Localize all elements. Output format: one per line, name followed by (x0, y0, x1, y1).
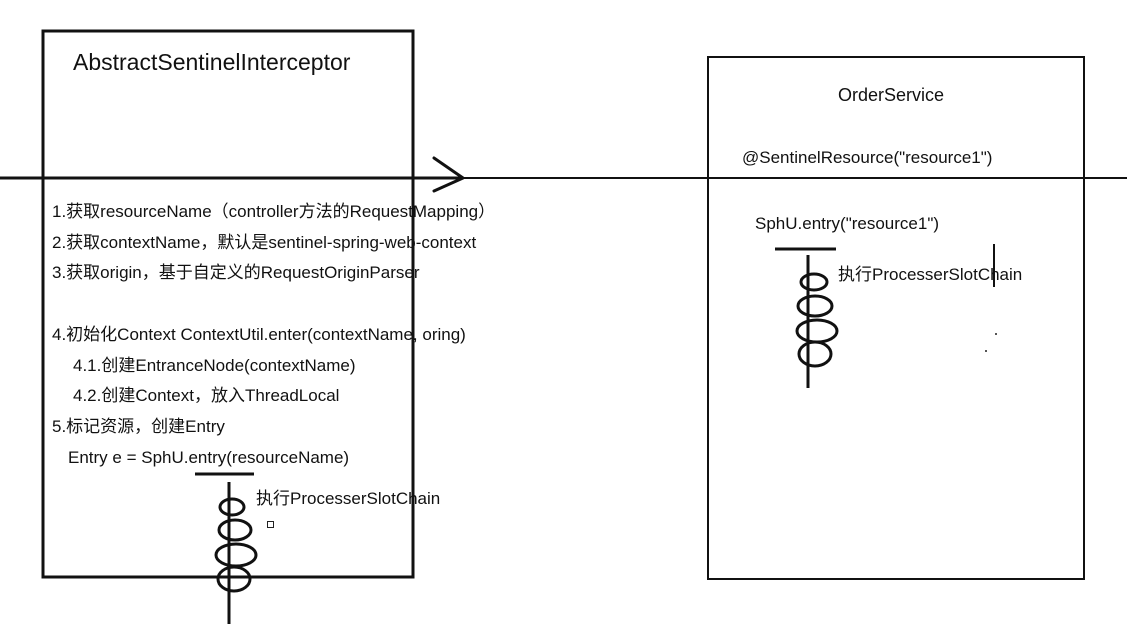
speck-2 (985, 350, 987, 352)
left-chain-label: 执行ProcesserSlotChain (256, 489, 441, 508)
sentinel-resource-annotation: @SentinelResource("resource1") (742, 148, 993, 167)
step-4-1: 4.1.创建EntranceNode(contextName) (73, 356, 356, 375)
right-chain-loop-3 (795, 318, 839, 344)
left-box-title: AbstractSentinelInterceptor (73, 49, 351, 75)
step-4: 4.初始化Context ContextUtil.enter(contextNa… (52, 325, 466, 344)
left-chain-loop-3 (214, 542, 258, 568)
right-chain-label: 执行ProcesserSlotChain (838, 265, 1023, 284)
left-chain-sketch (195, 472, 258, 624)
small-square-mark (267, 521, 274, 528)
right-entry-call: SphU.entry("resource1") (755, 214, 940, 233)
step-4-2: 4.2.创建Context，放入ThreadLocal (73, 386, 340, 405)
step-2: 2.获取contextName，默认是sentinel-spring-web-c… (52, 233, 477, 252)
left-chain-loop-2 (217, 518, 253, 542)
right-box-frame (707, 56, 1085, 580)
flow-arrow-head (432, 156, 465, 193)
right-box-title: OrderService (838, 85, 945, 105)
left-chain-loop-4 (216, 565, 252, 593)
left-chain-loop-1 (218, 497, 246, 517)
entry-call: Entry e = SphU.entry(resourceName) (68, 448, 350, 467)
speck-1 (995, 333, 997, 335)
step-3: 3.获取origin，基于自定义的RequestOriginParser (52, 263, 420, 282)
right-chain-sketch (775, 244, 995, 388)
step-5: 5.标记资源，创建Entry (52, 417, 225, 436)
step-1: 1.获取resourceName（controller方法的RequestMap… (52, 202, 496, 221)
right-chain-loop-1 (799, 272, 829, 292)
right-chain-loop-2 (796, 294, 834, 318)
right-chain-loop-4 (797, 340, 833, 368)
